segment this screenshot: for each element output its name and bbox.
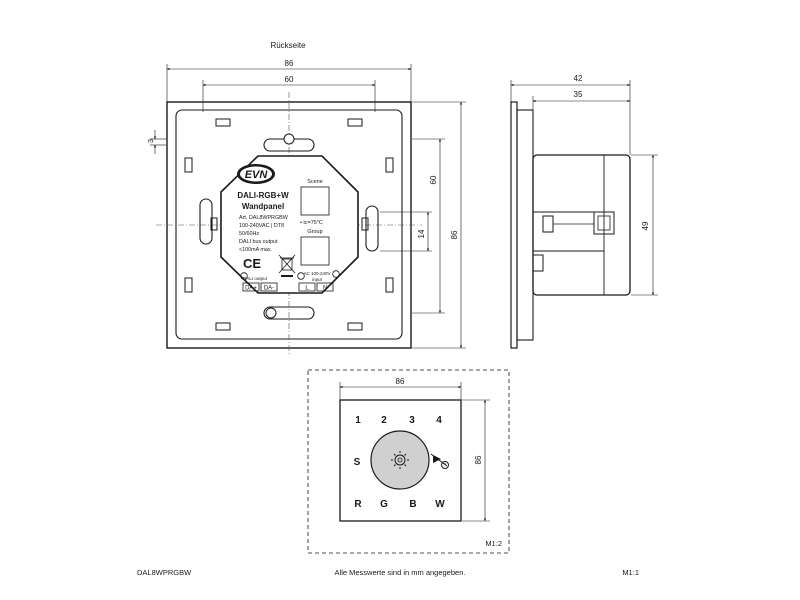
spec-line-3: 50/60Hz <box>239 231 259 237</box>
terminal-da-minus <box>260 282 278 292</box>
footer-article: DAL8WPRGBW <box>137 568 192 577</box>
group-button <box>300 236 330 266</box>
button-4: 4 <box>436 415 442 426</box>
terminal-label-da-plus: DA+ <box>245 286 257 292</box>
side-body <box>532 154 631 296</box>
front-view-border <box>307 369 510 554</box>
scene-button <box>300 186 330 216</box>
auto-off-icon <box>430 453 449 469</box>
terminal-label-l: L <box>305 286 309 292</box>
terminal-label-n: N <box>323 286 327 292</box>
button-r: R <box>354 499 362 510</box>
dim-inner-width: 60 <box>285 75 294 84</box>
view-label: Rückseite <box>270 41 306 50</box>
dim-total-depth: 42 <box>574 74 583 83</box>
terminal-screw <box>297 272 305 280</box>
logo-text: EVN <box>245 169 269 181</box>
button-1: 1 <box>355 415 361 426</box>
terminal-screw <box>332 270 340 278</box>
ac-label: AC 100-240V <box>303 271 330 276</box>
button-2: 2 <box>381 415 387 426</box>
module-title-2: Wandpanel <box>242 202 284 211</box>
side-front-plate <box>510 101 518 349</box>
terminal-n <box>316 282 334 292</box>
dim-offset: 3 <box>148 139 155 143</box>
screw-slots <box>199 133 379 320</box>
spec-line-4: DALI bus output <box>239 239 278 245</box>
module-housing <box>220 155 359 294</box>
dim-height: 49 <box>641 221 650 230</box>
button-s: S <box>354 457 361 468</box>
dim-outer-height: 86 <box>450 230 459 239</box>
terminal-da-plus <box>242 282 260 292</box>
footer-scale: M1:1 <box>622 568 639 577</box>
front-dim-height: 86 <box>474 455 483 464</box>
evn-logo: EVN <box>237 164 275 184</box>
brightness-icon <box>391 451 409 469</box>
ce-mark: CE <box>243 256 261 271</box>
group-label: Group <box>307 229 322 235</box>
dim-outer-width: 86 <box>285 59 294 68</box>
mounting-tabs <box>184 118 394 331</box>
terminal-screw <box>240 272 248 280</box>
front-scale: M1:2 <box>485 539 502 548</box>
scene-label: Scene <box>307 179 323 185</box>
spec-line-5: <100mA max. <box>239 247 272 253</box>
side-frame <box>516 109 534 341</box>
button-b: B <box>409 499 416 510</box>
module-title-1: DALI-RGB+W <box>237 191 289 200</box>
input-label: input <box>312 277 323 282</box>
footer-note: Alle Messwerte sind in mm angegeben. <box>335 568 466 577</box>
dali-output-label: DALI output <box>243 276 268 281</box>
dali-module: EVN DALI-RGB+W Wandpanel Art. DAL8WPRGBW… <box>220 155 359 294</box>
dim-center: 14 <box>417 229 426 238</box>
button-3: 3 <box>409 415 415 426</box>
button-g: G <box>380 499 388 510</box>
dim-vert-spacing: 60 <box>429 175 438 184</box>
rear-view: 86 60 <box>148 59 466 356</box>
spec-line-2: 100-240VAC | DT8 <box>239 223 284 229</box>
terminal-label-da-minus: DA- <box>264 286 274 292</box>
weee-bin-icon <box>278 254 296 277</box>
rotary-dial <box>370 430 430 490</box>
button-w: W <box>435 499 445 510</box>
front-view: 86 86 1 2 3 4 S <box>307 369 510 554</box>
terminal-l <box>298 282 316 292</box>
dim-body-depth: 35 <box>574 90 583 99</box>
side-clip <box>532 211 615 272</box>
front-dim-width: 86 <box>396 377 405 386</box>
temp-label: • tc=75°C <box>300 220 323 226</box>
side-view: 42 35 49 <box>510 74 658 349</box>
spec-line-1: Art. DAL8WPRGBW <box>239 215 289 221</box>
